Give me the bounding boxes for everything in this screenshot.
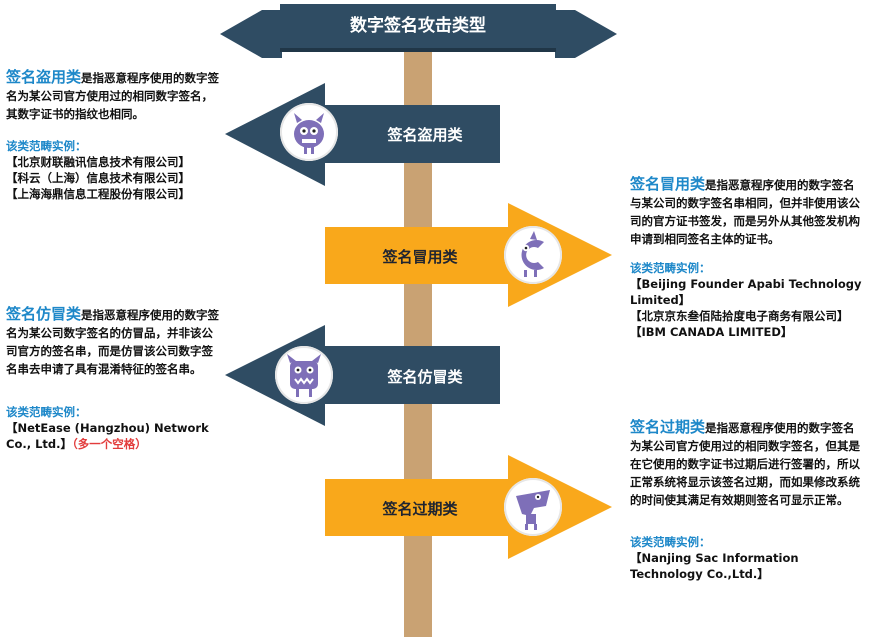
section-3-body: 是指恶意程序使用的数字签名为某公司数字签名的仿冒品，并非该公司官方的签名串，而是… (6, 308, 220, 376)
title-arrow-right (555, 10, 617, 58)
section-2-examples: 【Beijing Founder Apabi Technology Limite… (630, 276, 862, 340)
purple-monster-icon (504, 478, 562, 536)
section-2-heading: 签名冒用类 (630, 175, 706, 193)
section-4-body: 是指恶意程序使用的数字签名为某公司官方使用过的相同数字签名，但其是在它使用的数字… (630, 421, 860, 507)
section-3-description: 签名仿冒类是指恶意程序使用的数字签名为某公司数字签名的仿冒品，并非该公司官方的签… (6, 305, 220, 378)
section-1-heading: 签名盗用类 (6, 68, 82, 86)
section-1-examples-title: 该类范畴实例： (6, 139, 87, 153)
purple-monster-icon (280, 103, 338, 161)
example-item: 【IBM CANADA LIMITED】 (630, 325, 793, 339)
purple-monster-icon (275, 346, 333, 404)
purple-monster-icon (504, 226, 562, 284)
example-item: 【NetEase (Hangzhou) Network (6, 421, 209, 435)
example-note: （多一个空格） (72, 437, 147, 451)
section-4-examples: 【Nanjing Sac Information Technology Co.,… (630, 550, 799, 582)
section-4-examples-title: 该类范畴实例： (630, 535, 711, 549)
section-3-examples: 【NetEase (Hangzhou) Network Co., Ltd.】（多… (6, 420, 209, 452)
example-item: 【上海海鼎信息工程股份有限公司】 (6, 187, 190, 201)
example-item: 【北京京东叁佰陆拾度电子商务有限公司】 (630, 309, 849, 323)
section-3-heading: 签名仿冒类 (6, 305, 82, 323)
section-4-heading: 签名过期类 (630, 418, 706, 436)
sign-4-label: 签名过期类 (382, 500, 458, 518)
example-item: Limited】 (630, 293, 691, 307)
section-4-description: 签名过期类是指恶意程序使用的数字签名为某公司官方使用过的相同数字签名，但其是在它… (630, 418, 862, 509)
example-item: 【Nanjing Sac Information (630, 551, 799, 565)
title-arrow-left (220, 10, 282, 58)
example-item-with-note: Co., Ltd.】（多一个空格） (6, 436, 209, 452)
section-2-body: 是指恶意程序使用的数字签名与某公司的数字签名串相同，但并非使用该公司的官方证书签… (630, 178, 860, 246)
section-2-examples-title: 该类范畴实例： (630, 261, 711, 275)
section-1-examples: 【北京财联融讯信息技术有限公司】 【科云（上海）信息技术有限公司】 【上海海鼎信… (6, 154, 190, 202)
section-3-examples-title: 该类范畴实例： (6, 405, 87, 419)
section-1-body: 是指恶意程序使用的数字签名为某公司官方使用过的相同数字签名，其数字证书的指纹也相… (6, 71, 220, 121)
sign-2-label: 签名冒用类 (382, 248, 458, 266)
example-item: 【北京财联融讯信息技术有限公司】 (6, 155, 190, 169)
sign-1-label: 签名盗用类 (387, 126, 463, 144)
sign-3-label: 签名仿冒类 (387, 368, 463, 386)
section-2-description: 签名冒用类是指恶意程序使用的数字签名与某公司的数字签名串相同，但并非使用该公司的… (630, 175, 862, 248)
title-board (280, 4, 556, 50)
diagram-title: 数字签名攻击类型 (350, 16, 486, 36)
example-item: 【科云（上海）信息技术有限公司】 (6, 171, 190, 185)
section-1-description: 签名盗用类是指恶意程序使用的数字签名为某公司官方使用过的相同数字签名，其数字证书… (6, 68, 220, 123)
example-item: Technology Co.,Ltd.】 (630, 567, 769, 581)
example-item: 【Beijing Founder Apabi Technology (630, 277, 862, 291)
example-item: Co., Ltd.】 (6, 437, 73, 451)
